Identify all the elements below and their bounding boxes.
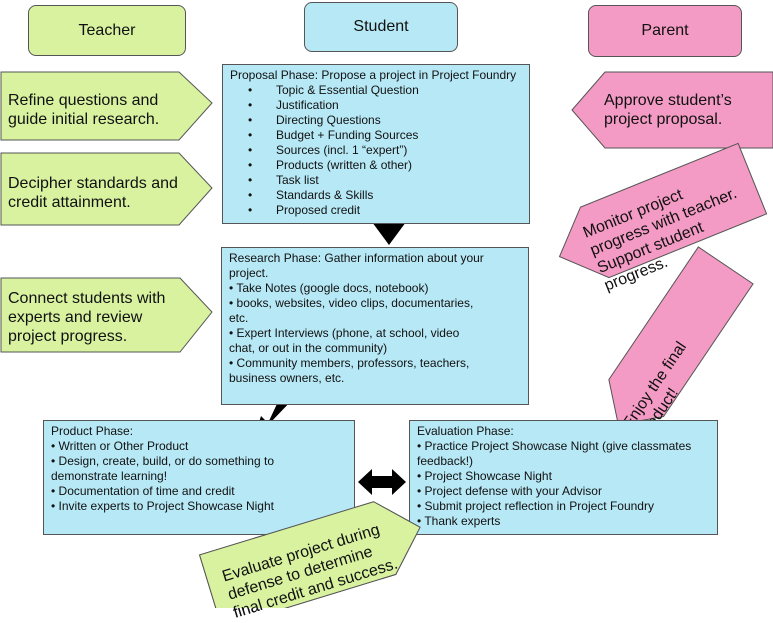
- proposal-item: Topic & Essential Question: [230, 83, 522, 98]
- teacher-arrow-3-shape: [0, 277, 213, 353]
- product-item: • Written or Other Product: [51, 439, 189, 453]
- research-title: Research Phase: Gather information about…: [229, 251, 484, 280]
- teacher-note-2: Decipher standards and credit attainment…: [8, 175, 178, 211]
- proposal-item: Proposed credit: [230, 203, 522, 218]
- parent-header: Parent: [588, 5, 742, 57]
- teacher-arrow-1-shape: [0, 71, 213, 141]
- student-header: Student: [304, 2, 458, 52]
- proposal-item: Standards & Skills: [230, 188, 522, 203]
- proposal-list: Topic & Essential Question Justification…: [230, 83, 522, 218]
- evaluation-title: Evaluation Phase:: [417, 424, 514, 438]
- evaluation-item: • Practice Project Showcase Night (give …: [417, 439, 692, 468]
- proposal-item: Products (written & other): [230, 158, 522, 173]
- product-item: • Documentation of time and credit: [51, 484, 235, 498]
- parent-arrow-3-shape: [608, 246, 754, 426]
- proposal-title: Proposal Phase: Propose a project in Pro…: [230, 68, 517, 82]
- evaluation-item: • Project Showcase Night: [417, 469, 552, 483]
- evaluation-item: • Submit project reflection in Project F…: [417, 499, 654, 513]
- product-phase-panel: Product Phase: • Written or Other Produc…: [43, 420, 355, 535]
- evaluation-phase-panel: Evaluation Phase: • Practice Project Sho…: [409, 420, 718, 535]
- student-header-label: Student: [353, 18, 409, 35]
- teacher-header: Teacher: [28, 5, 186, 56]
- research-phase-panel: Research Phase: Gather information about…: [221, 247, 529, 405]
- proposal-item: Sources (incl. 1 “expert”): [230, 143, 522, 158]
- parent-header-label: Parent: [641, 22, 689, 39]
- product-item: • Invite experts to Project Showcase Nig…: [51, 499, 274, 513]
- product-item: • Design, create, build, or do something…: [51, 454, 274, 483]
- research-item: • Community members, professors, teacher…: [229, 356, 470, 385]
- proposal-item: Budget + Funding Sources: [230, 128, 522, 143]
- teacher-note-1: Refine questions and guide initial resea…: [8, 92, 160, 128]
- research-item: • Take Notes (google docs, notebook): [229, 281, 429, 295]
- proposal-item: Directing Questions: [230, 113, 522, 128]
- product-title: Product Phase:: [51, 424, 134, 438]
- parent-arrow-2-shape: [558, 142, 768, 279]
- evaluation-item: • Project defense with your Advisor: [417, 484, 602, 498]
- teacher-arrow-2-shape: [0, 152, 213, 226]
- proposal-item: Task list: [230, 173, 522, 188]
- parent-arrow-1-shape: [571, 71, 773, 149]
- double-arrow-icon: [358, 469, 406, 495]
- parent-note-1: Approve student’s project proposal.: [604, 92, 732, 128]
- teacher-header-label: Teacher: [78, 21, 136, 39]
- research-item: • books, websites, video clips, document…: [229, 296, 474, 325]
- proposal-item: Justification: [230, 98, 522, 113]
- evaluation-item: • Thank experts: [417, 514, 501, 528]
- research-item: • Expert Interviews (phone, at school, v…: [229, 326, 460, 355]
- teacher-note-3: Connect students with experts and review…: [8, 290, 166, 345]
- proposal-phase-panel: Proposal Phase: Propose a project in Pro…: [222, 64, 530, 224]
